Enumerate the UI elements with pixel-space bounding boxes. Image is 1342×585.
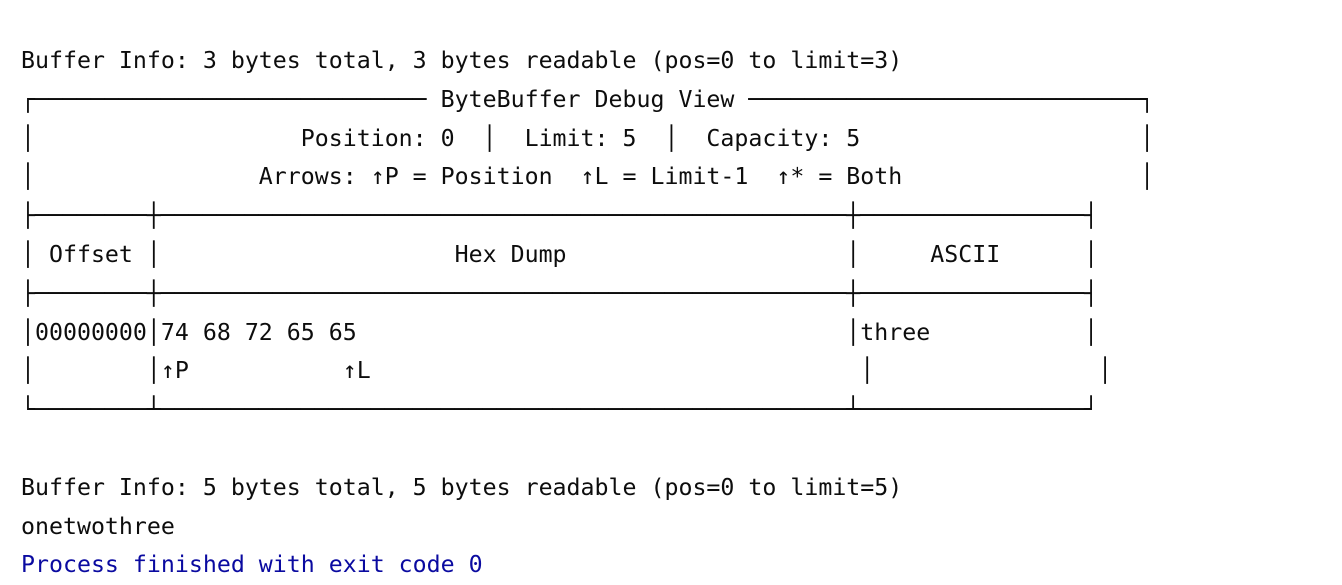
- table-marker-row: │ │↑P ↑L │ │: [21, 357, 1113, 385]
- buffer-info-line-2: Buffer Info: 5 bytes total, 5 bytes read…: [21, 473, 903, 501]
- table-top-separator: ├────────┼──────────────────────────────…: [21, 202, 1099, 230]
- process-finished-line: Process finished with exit code 0: [21, 551, 483, 579]
- table-header-separator: ├────────┼──────────────────────────────…: [21, 279, 1099, 307]
- debug-view-stats-line: │ Position: 0 │ Limit: 5 │ Capacity: 5 │: [21, 124, 1155, 152]
- debug-view-arrows-legend: │ Arrows: ↑P = Position ↑L = Limit-1 ↑* …: [21, 163, 1155, 191]
- debug-view-top-border: ┌──────────────────────────── ByteBuffer…: [21, 85, 1155, 113]
- buffer-info-line-1: Buffer Info: 3 bytes total, 3 bytes read…: [21, 47, 903, 74]
- read-output-line: onetwothree: [21, 512, 175, 540]
- table-data-row: │00000000│74 68 72 65 65 │three │: [21, 318, 1099, 346]
- table-bottom-border: └────────┴──────────────────────────────…: [21, 396, 1099, 424]
- table-header-row: │ Offset │ Hex Dump │ ASCII │: [21, 240, 1099, 268]
- blank-line: [21, 430, 1342, 469]
